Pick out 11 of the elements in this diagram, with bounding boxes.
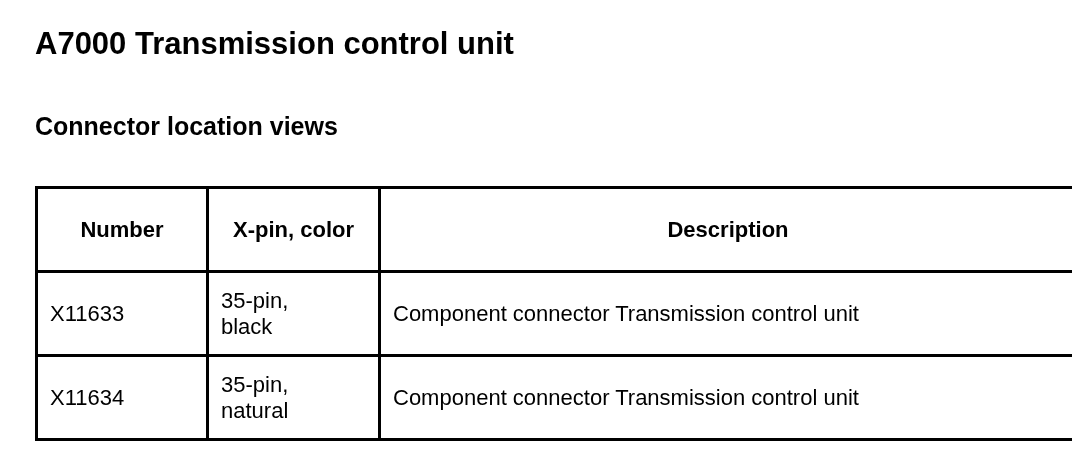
table-cell-text: X11633 xyxy=(50,300,125,326)
column-header: Description xyxy=(667,216,789,242)
table-cell-text: 35-pin, black xyxy=(221,287,290,340)
table-cell-text: Component connector Transmission control unit xyxy=(393,384,859,410)
column-header: Number xyxy=(80,216,164,242)
title: A7000 Transmission control unit xyxy=(35,26,514,62)
table-cell-text: 35-pin, natural xyxy=(221,371,290,424)
subtitle: Connector location views xyxy=(35,112,338,141)
column-header: X-pin, color xyxy=(233,216,354,242)
table-cell-text: X11634 xyxy=(50,384,125,410)
table-cell-text: Component connector Transmission control unit xyxy=(393,300,859,326)
